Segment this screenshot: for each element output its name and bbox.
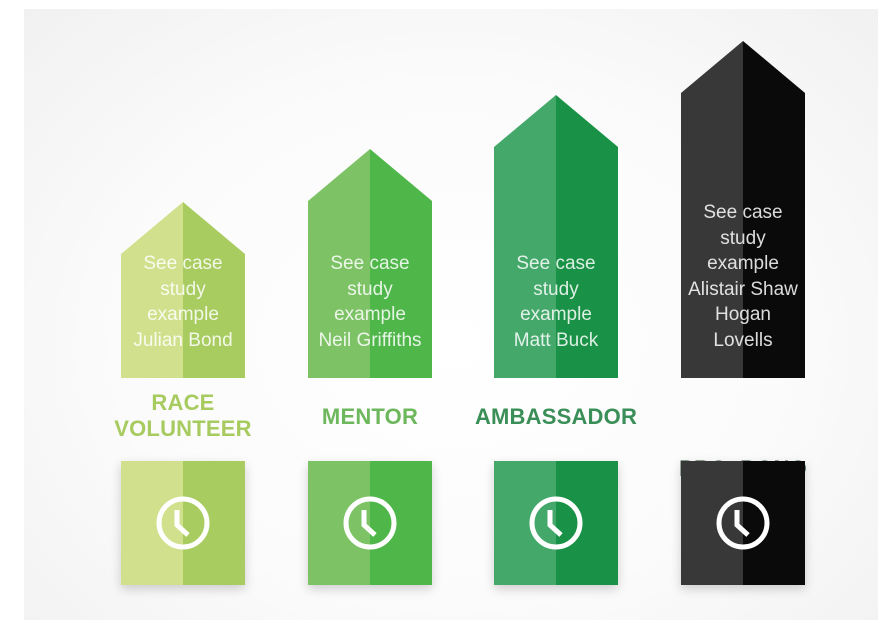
case-study-caption: See case study example Alistair Shaw Hog… xyxy=(688,202,798,351)
clock-icon xyxy=(156,496,210,550)
arrow-left-face xyxy=(681,41,743,378)
arrow-right-face xyxy=(556,95,618,378)
arrow-right-face xyxy=(743,41,805,378)
race-volunteer-clock-box xyxy=(121,461,245,585)
mentor-label: MENTOR xyxy=(321,404,419,429)
mentor-clock-box xyxy=(308,461,432,585)
clock-icon xyxy=(529,496,583,550)
ambassador-arrow: See case study example Matt Buck xyxy=(494,95,618,378)
case-study-caption: See case study example Julian Bond xyxy=(133,253,233,351)
ambassador-clock-box xyxy=(494,461,618,585)
race-volunteer-arrow: See case study example Julian Bond xyxy=(121,202,245,378)
race-volunteer-label: RACE VOLUNTEER xyxy=(114,390,252,441)
pro-bono-clock-box xyxy=(681,461,805,585)
mentor-arrow: See case study example Neil Griffiths xyxy=(308,149,432,378)
ambassador-label: AMBASSADOR xyxy=(474,404,638,429)
clock-icon xyxy=(716,496,770,550)
arrow-left-face xyxy=(494,95,556,378)
case-study-caption: See case study example Neil Griffiths xyxy=(318,253,422,351)
case-study-caption: See case study example Matt Buck xyxy=(513,253,599,351)
pro-bono-arrow: See case study example Alistair Shaw Hog… xyxy=(681,41,805,378)
clock-icon xyxy=(343,496,397,550)
